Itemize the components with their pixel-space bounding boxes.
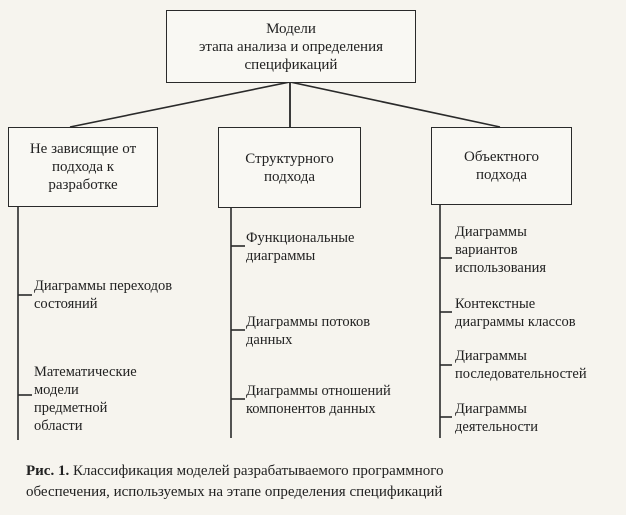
fan-connector — [69, 81, 501, 128]
branch-box-object: Объектного подхода — [431, 127, 572, 205]
list-item: Диаграммы отношений компонентов данных — [246, 383, 391, 417]
list-item: Диаграммы вариантов использования — [455, 224, 547, 276]
list-item: Функциональные диаграммы — [246, 230, 355, 264]
list-item: Контекстные диаграммы классов — [455, 296, 576, 330]
list-item: Математические модели предметной области — [34, 364, 137, 434]
figure-caption: Рис. 1. Классификация моделей разрабатыв… — [26, 461, 444, 503]
list-item: Диаграммы переходов состояний — [34, 278, 173, 312]
list-item: Диаграммы последовательностей — [455, 348, 587, 382]
branch-box-structural: Структурного подхода — [218, 127, 361, 208]
list-item: Диаграммы потоков данных — [246, 314, 371, 348]
list-item: Диаграммы деятельности — [455, 401, 539, 435]
caption-number: Рис. 1. — [26, 463, 70, 479]
root-box: Модели этапа анализа и определения специ… — [166, 10, 416, 83]
caption-text: Классификация моделей разрабатываемого п… — [26, 463, 444, 500]
branch-box-independent: Не зависящие от подхода к разработке — [8, 127, 158, 207]
